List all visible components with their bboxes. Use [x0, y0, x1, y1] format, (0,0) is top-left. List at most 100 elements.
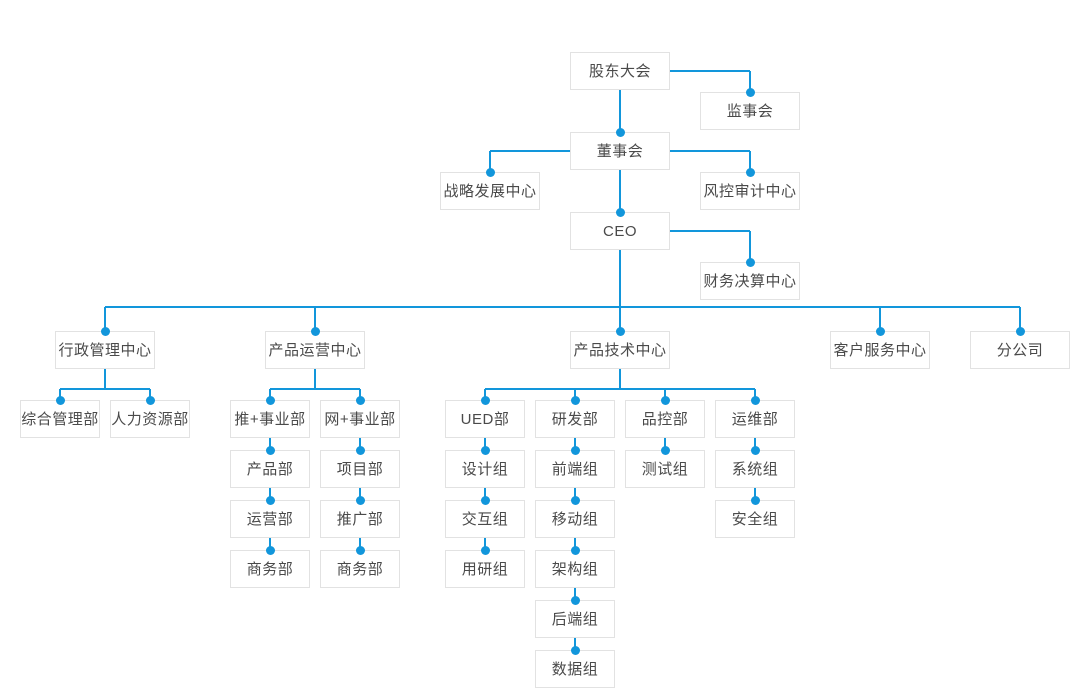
connector-dot-a2 — [145, 395, 155, 405]
org-node-label: CEO — [602, 222, 637, 240]
org-node-label: 综合管理部 — [21, 410, 99, 428]
org-node-label: 产品运营中心 — [268, 341, 362, 359]
connector-dot-t2d — [570, 595, 580, 605]
connector-dot-t2e — [570, 645, 580, 655]
org-node-t1c[interactable]: 用研组 — [445, 550, 525, 588]
org-node-n6[interactable]: CEO — [570, 212, 670, 250]
org-node-n1[interactable]: 股东大会 — [570, 52, 670, 90]
org-node-label: 推广部 — [336, 510, 384, 528]
org-node-p1a[interactable]: 产品部 — [230, 450, 310, 488]
org-node-p1b[interactable]: 运营部 — [230, 500, 310, 538]
connector-dot-t2a — [570, 445, 580, 455]
org-node-label: 产品部 — [246, 460, 294, 478]
org-node-c4[interactable]: 客户服务中心 — [830, 331, 930, 369]
org-node-label: 人力资源部 — [111, 410, 189, 428]
connector-dot-t2c — [570, 545, 580, 555]
org-node-c5[interactable]: 分公司 — [970, 331, 1070, 369]
org-node-c3[interactable]: 产品技术中心 — [570, 331, 670, 369]
org-node-t4[interactable]: 运维部 — [715, 400, 795, 438]
org-node-a2[interactable]: 人力资源部 — [110, 400, 190, 438]
connector-dot-p2c — [355, 545, 365, 555]
org-node-label: 股东大会 — [588, 62, 651, 80]
org-node-t2a[interactable]: 前端组 — [535, 450, 615, 488]
org-node-t4b[interactable]: 安全组 — [715, 500, 795, 538]
org-node-t2e[interactable]: 数据组 — [535, 650, 615, 688]
org-node-label: 董事会 — [596, 142, 644, 160]
org-node-t3a[interactable]: 测试组 — [625, 450, 705, 488]
connector-dot-t4b — [750, 495, 760, 505]
connector-dot-t4a — [750, 445, 760, 455]
org-node-label: 测试组 — [641, 460, 689, 478]
org-node-t2b[interactable]: 移动组 — [535, 500, 615, 538]
org-node-label: 项目部 — [336, 460, 384, 478]
org-node-label: 运营部 — [246, 510, 294, 528]
org-node-label: 研发部 — [551, 410, 599, 428]
org-node-label: 运维部 — [731, 410, 779, 428]
connector-dot-t1a — [480, 445, 490, 455]
connector-dot-t2 — [570, 395, 580, 405]
org-node-n7[interactable]: 财务决算中心 — [700, 262, 800, 300]
connector-dot-n6 — [615, 207, 625, 217]
connector-dot-p1c — [265, 545, 275, 555]
org-node-c2[interactable]: 产品运营中心 — [265, 331, 365, 369]
connector-dot-n4 — [485, 167, 495, 177]
org-node-p2[interactable]: 网+事业部 — [320, 400, 400, 438]
org-node-t3[interactable]: 品控部 — [625, 400, 705, 438]
connector-dot-t1 — [480, 395, 490, 405]
org-node-p2c[interactable]: 商务部 — [320, 550, 400, 588]
org-node-t2[interactable]: 研发部 — [535, 400, 615, 438]
org-node-label: 网+事业部 — [324, 410, 396, 428]
org-node-label: 商务部 — [246, 560, 294, 578]
org-node-label: 架构组 — [551, 560, 599, 578]
connector-dot-p2b — [355, 495, 365, 505]
org-node-p1c[interactable]: 商务部 — [230, 550, 310, 588]
org-node-n5[interactable]: 风控审计中心 — [700, 172, 800, 210]
org-node-label: 战略发展中心 — [443, 182, 537, 200]
org-node-label: 用研组 — [461, 560, 509, 578]
connector-dot-t1b — [480, 495, 490, 505]
org-node-label: 移动组 — [551, 510, 599, 528]
org-node-label: 设计组 — [461, 460, 509, 478]
connector-dot-p1b — [265, 495, 275, 505]
connector-dot-c4 — [875, 326, 885, 336]
connector-dot-n2 — [745, 87, 755, 97]
org-node-label: 推+事业部 — [234, 410, 306, 428]
connector-dot-n7 — [745, 257, 755, 267]
connector-dot-p1 — [265, 395, 275, 405]
connector-dot-c5 — [1015, 326, 1025, 336]
org-node-label: 交互组 — [461, 510, 509, 528]
org-node-t1a[interactable]: 设计组 — [445, 450, 525, 488]
org-node-p2b[interactable]: 推广部 — [320, 500, 400, 538]
org-node-n3[interactable]: 董事会 — [570, 132, 670, 170]
connector-dot-c1 — [100, 326, 110, 336]
org-node-t4a[interactable]: 系统组 — [715, 450, 795, 488]
org-node-label: 数据组 — [551, 660, 599, 678]
org-node-t1b[interactable]: 交互组 — [445, 500, 525, 538]
org-node-p1[interactable]: 推+事业部 — [230, 400, 310, 438]
connector-dot-p1a — [265, 445, 275, 455]
org-node-n2[interactable]: 监事会 — [700, 92, 800, 130]
connector-dot-t2b — [570, 495, 580, 505]
org-node-t2c[interactable]: 架构组 — [535, 550, 615, 588]
connector-dot-t4 — [750, 395, 760, 405]
connector-dot-a1 — [55, 395, 65, 405]
org-node-a1[interactable]: 综合管理部 — [20, 400, 100, 438]
org-node-label: 系统组 — [731, 460, 779, 478]
org-node-t2d[interactable]: 后端组 — [535, 600, 615, 638]
org-node-label: 前端组 — [551, 460, 599, 478]
org-node-label: 行政管理中心 — [58, 341, 152, 359]
org-node-label: 品控部 — [641, 410, 689, 428]
org-node-p2a[interactable]: 项目部 — [320, 450, 400, 488]
org-node-label: UED部 — [460, 410, 510, 428]
connector-dot-n3 — [615, 127, 625, 137]
connector-dot-c3 — [615, 326, 625, 336]
org-node-t1[interactable]: UED部 — [445, 400, 525, 438]
org-node-n4[interactable]: 战略发展中心 — [440, 172, 540, 210]
org-node-label: 风控审计中心 — [703, 182, 797, 200]
connector-dot-t3a — [660, 445, 670, 455]
connector-dot-n5 — [745, 167, 755, 177]
connector-dot-p2 — [355, 395, 365, 405]
org-node-label: 后端组 — [551, 610, 599, 628]
org-node-c1[interactable]: 行政管理中心 — [55, 331, 155, 369]
